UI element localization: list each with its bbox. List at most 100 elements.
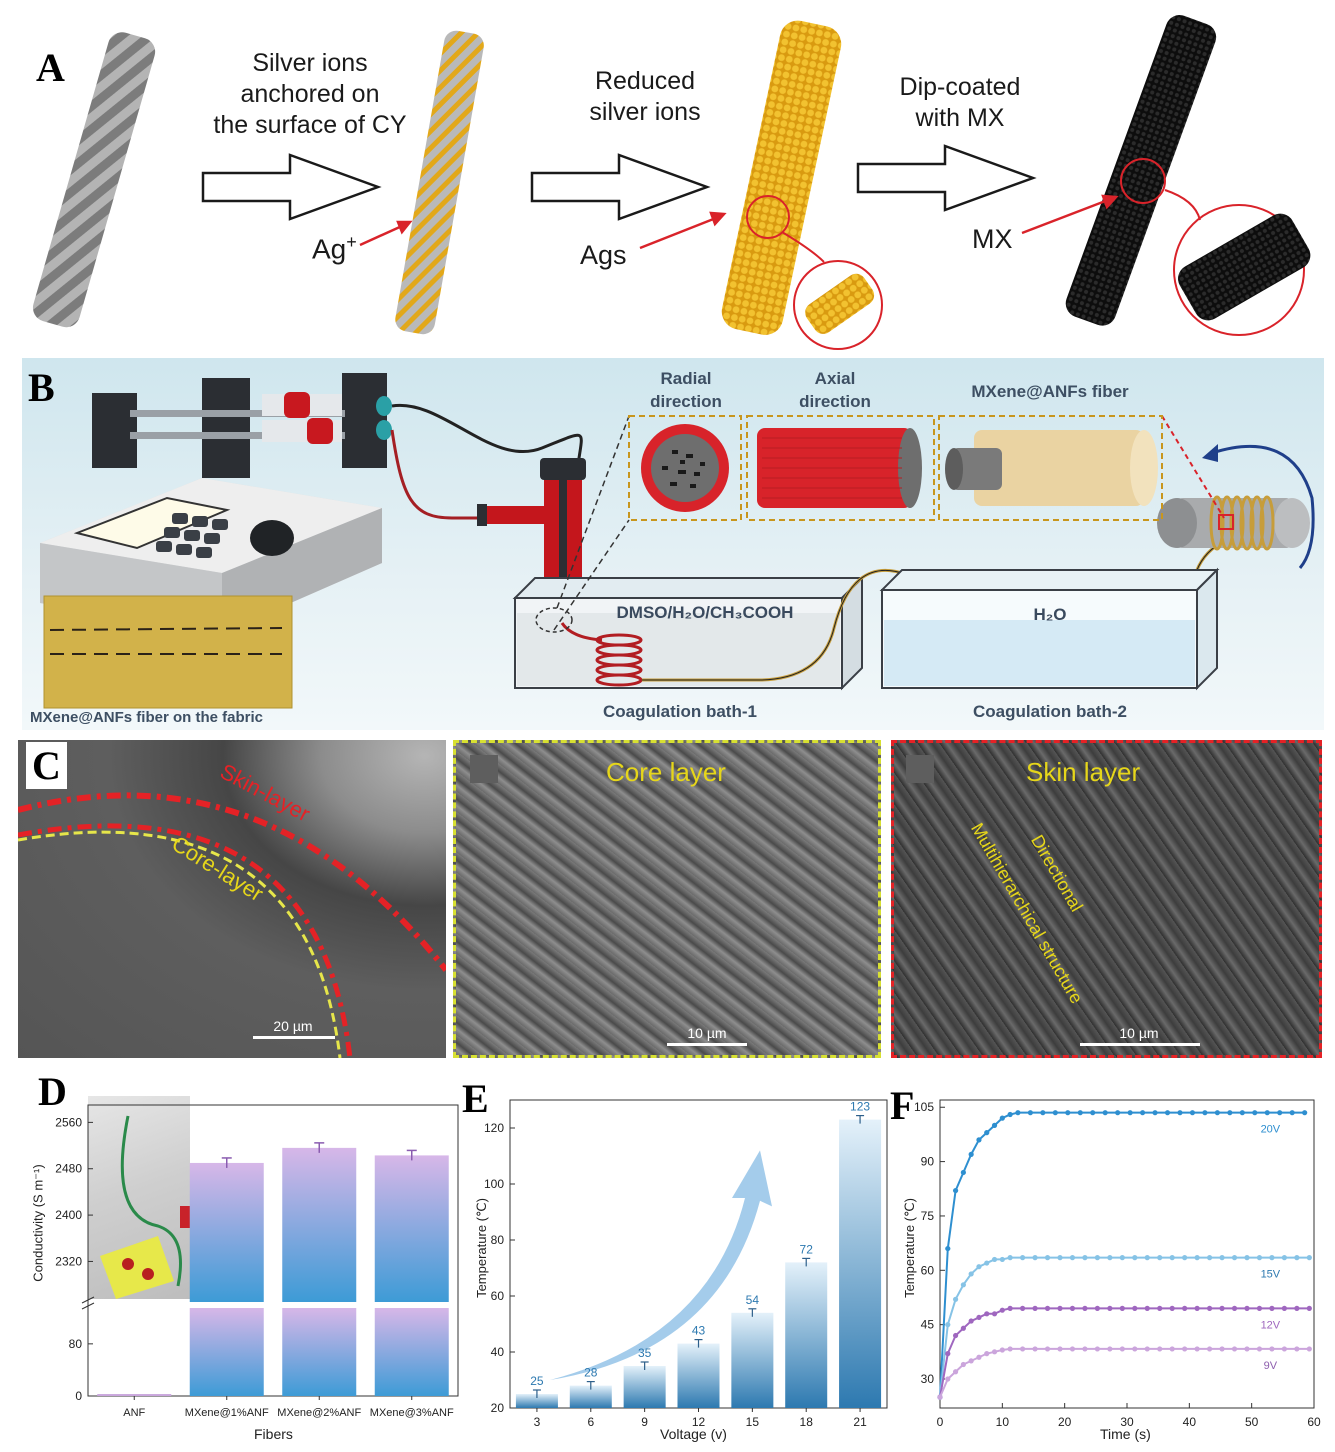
sem-core-layer: Core layer 10 µm — [453, 740, 881, 1058]
chart-e-data-label: 123 — [850, 1100, 870, 1114]
skin-layer-title: Skin layer — [1026, 757, 1141, 787]
chart-f-series-label: 20V — [1261, 1124, 1281, 1136]
chart-d-ytick-label: 2400 — [55, 1208, 82, 1222]
mx-label: MX — [972, 224, 1013, 254]
fabric-photo — [43, 595, 293, 709]
panel-label-d: D — [38, 1069, 67, 1114]
chart-f-point — [1182, 1255, 1188, 1261]
chart-f-point — [1294, 1305, 1300, 1311]
bath1-label: Coagulation bath-1 — [603, 702, 757, 721]
radial-direction-label: Radial direction — [650, 369, 722, 411]
chart-f-xtick-label: 30 — [1120, 1415, 1134, 1429]
step-arrow-3 — [856, 144, 1037, 212]
chart-f-point — [1057, 1305, 1063, 1311]
chart-e-xtick-label: 15 — [746, 1415, 760, 1429]
chart-f-xtick-label: 0 — [937, 1415, 944, 1429]
panel-label-a: A — [36, 45, 65, 90]
chart-f-series-label: 15V — [1261, 1269, 1281, 1281]
chart-d-xlabel: Fibers — [254, 1426, 293, 1442]
chart-f-series-line — [939, 1347, 1310, 1398]
step-arrow-1 — [201, 153, 382, 221]
chart-e-bar — [623, 1366, 666, 1408]
chart-d-xtick-label: ANF — [123, 1407, 145, 1419]
chart-f-point — [968, 1358, 974, 1364]
ags-label: Ags — [580, 240, 627, 270]
chart-f-point — [1194, 1255, 1200, 1261]
chart-f-point — [1264, 1110, 1270, 1116]
chart-f-point — [1244, 1346, 1250, 1352]
chart-f-point — [1069, 1305, 1076, 1311]
chart-f-point — [1182, 1346, 1188, 1352]
chart-f-point — [1119, 1346, 1125, 1352]
chart-f-point — [1044, 1255, 1051, 1261]
chart-f-point — [1107, 1305, 1113, 1311]
chart-f-point — [1019, 1346, 1026, 1352]
chart-f-point — [1269, 1305, 1275, 1311]
chart-f-point — [1082, 1346, 1088, 1352]
chart-f-point — [1169, 1346, 1175, 1352]
chart-f-point — [1269, 1346, 1275, 1352]
chart-f-point — [1094, 1346, 1100, 1352]
step2-label: Reduced silver ions — [589, 67, 701, 126]
chart-f-point — [1119, 1255, 1125, 1261]
chart-f-point — [960, 1282, 966, 1288]
chart-f-point — [1102, 1110, 1108, 1116]
chart-d-ytick-label: 2320 — [55, 1254, 82, 1268]
sem-cross-section: Skin-layer Core-layer 20 µm — [18, 740, 446, 1058]
chart-d-bar-lower — [282, 1308, 357, 1396]
bath2-solution-label: H₂O — [1033, 605, 1067, 624]
chart-f-point — [1057, 1255, 1063, 1261]
chart-f-point — [1306, 1305, 1312, 1311]
chart-f-point — [1231, 1346, 1238, 1352]
chart-f-series-label: 9V — [1264, 1360, 1278, 1372]
chart-f-ytick-label: 30 — [921, 1372, 935, 1386]
chart-f-point — [1177, 1110, 1183, 1116]
chart-f-point — [1082, 1305, 1088, 1311]
chart-f-xtick-label: 10 — [996, 1415, 1010, 1429]
chart-f-xtick-label: 20 — [1058, 1415, 1072, 1429]
chart-f-point — [1169, 1255, 1175, 1261]
chart-e-ytick-label: 60 — [491, 1289, 505, 1303]
chart-f-point — [1052, 1110, 1058, 1116]
chart-d-xtick-label: MXene@1%ANF — [185, 1407, 269, 1419]
chart-f-point — [1302, 1110, 1308, 1116]
coagulation-bath-2-icon — [879, 567, 1220, 691]
ag-ion-text: Ag — [312, 233, 347, 265]
chart-f-point — [1065, 1110, 1071, 1116]
chart-e-data-label: 54 — [746, 1293, 760, 1307]
chart-f-point — [937, 1394, 943, 1400]
panel-a-illustration — [32, 15, 1311, 350]
chart-f-point — [984, 1351, 990, 1357]
silver-coated-yarn-icon — [721, 20, 842, 335]
chart-d-bar — [374, 1155, 449, 1302]
chart-e-ytick-label: 100 — [484, 1177, 504, 1191]
chart-e-xlabel: Voltage (v) — [660, 1426, 727, 1442]
chart-f-point — [1269, 1255, 1275, 1261]
panel-label-f: F — [890, 1083, 915, 1128]
chart-f-xtick-label: 40 — [1183, 1415, 1197, 1429]
chart-e-data-label: 28 — [584, 1366, 598, 1380]
chart-f-point — [1032, 1346, 1038, 1352]
chart-f-point — [1239, 1110, 1245, 1116]
chart-f-point — [1107, 1255, 1113, 1261]
chart-f-point — [999, 1256, 1005, 1263]
chart-f-point — [945, 1245, 951, 1252]
chart-f-point — [976, 1354, 982, 1360]
chart-f-point — [1289, 1110, 1295, 1116]
chart-f-series-label: 12V — [1261, 1319, 1281, 1331]
panel-b-illustration — [40, 373, 1315, 709]
chart-f-point — [1256, 1255, 1263, 1261]
scale-bar-2: 10 µm — [687, 1025, 727, 1041]
chart-d-bar — [282, 1147, 357, 1302]
chart-f-point — [1132, 1346, 1138, 1352]
fiber-label: MXene@ANFs fiber — [971, 382, 1129, 401]
chart-f-point — [1007, 1111, 1013, 1118]
chart-f-point — [1032, 1305, 1038, 1311]
chart-e-ytick-label: 20 — [491, 1401, 505, 1415]
spinneret-icon — [477, 458, 586, 628]
chart-f-point — [999, 1307, 1005, 1313]
conductivity-photo — [88, 1096, 190, 1299]
chart-d-bar — [189, 1162, 264, 1302]
sem-skin-layer: Skin layer Directional Multihierarchical… — [891, 740, 1322, 1058]
chart-e-bar — [677, 1343, 720, 1408]
